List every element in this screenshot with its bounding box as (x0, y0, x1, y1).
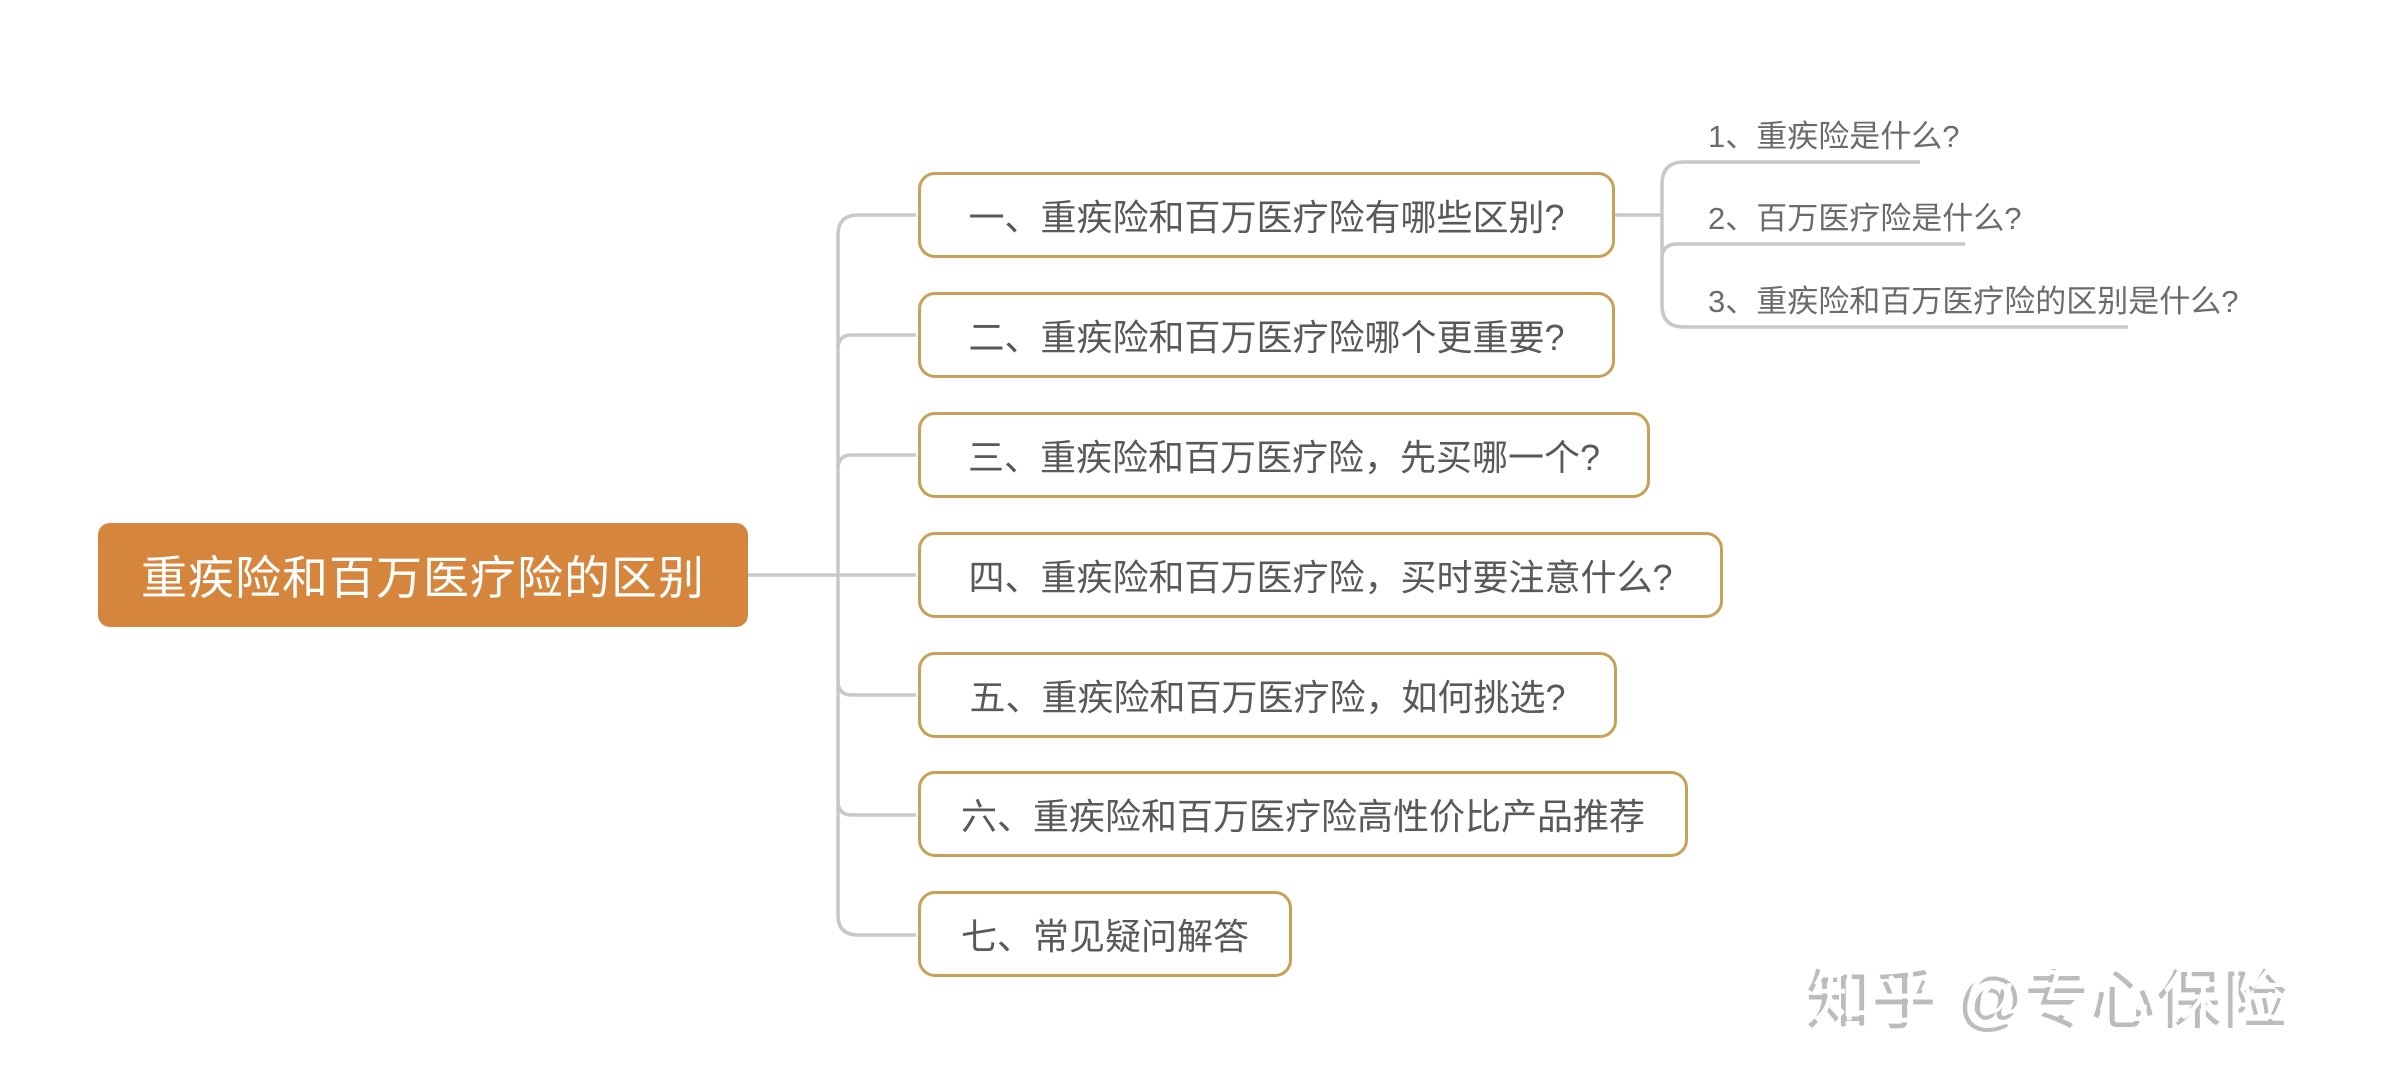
branch-node-3[interactable]: 三、重疾险和百万医疗险，先买哪一个? (918, 412, 1650, 498)
branch-node-6[interactable]: 六、重疾险和百万医疗险高性价比产品推荐 (918, 771, 1688, 857)
zhihu-watermark: 知乎 @专心保险 (1812, 959, 2295, 1031)
branch-label-1: 一、重疾险和百万医疗险有哪些区别? (968, 197, 1565, 238)
root-topic-label: 重疾险和百万医疗险的区别 (141, 552, 705, 604)
subtopic-label-3: 3、重疾险和百万医疗险的区别是什么? (1708, 284, 2239, 319)
connector-branch6 (836, 800, 916, 817)
branch-label-7: 七、常见疑问解答 (960, 916, 1249, 957)
branch-label-6: 六、重疾险和百万医疗险高性价比产品推荐 (960, 796, 1645, 837)
connector-trunk (836, 213, 916, 937)
subtopic-label-2: 2、百万医疗险是什么? (1708, 201, 2022, 236)
branch-node-4[interactable]: 四、重疾险和百万医疗险，买时要注意什么? (918, 532, 1723, 618)
subtopic-node-3[interactable]: 3、重疾险和百万医疗险的区别是什么? (1708, 282, 2238, 322)
root-topic-node[interactable]: 重疾险和百万医疗险的区别 (98, 523, 748, 627)
connector-branch5 (836, 680, 916, 697)
branch-label-4: 四、重疾险和百万医疗险，买时要注意什么? (968, 557, 1673, 598)
connector-subtrunk-underlines (1660, 160, 2128, 329)
branch-node-2[interactable]: 二、重疾险和百万医疗险哪个更重要? (918, 292, 1615, 378)
branch-label-3: 三、重疾险和百万医疗险，先买哪一个? (967, 437, 1601, 478)
connector-branch2 (836, 333, 916, 350)
branch-node-1[interactable]: 一、重疾险和百万医疗险有哪些区别? (918, 172, 1615, 258)
branch-label-2: 二、重疾险和百万医疗险哪个更重要? (968, 317, 1565, 358)
subtopic-label-1: 1、重疾险是什么? (1708, 119, 1960, 154)
subtopic-node-1[interactable]: 1、重疾险是什么? (1708, 117, 1959, 157)
connector-branch3 (836, 453, 916, 470)
subtopic-node-2[interactable]: 2、百万医疗险是什么? (1708, 199, 2021, 239)
branch-node-5[interactable]: 五、重疾险和百万医疗险，如何挑选? (918, 652, 1617, 738)
connector-subtopic2-underline (1660, 242, 1965, 259)
branch-label-5: 五、重疾险和百万医疗险，如何挑选? (969, 677, 1566, 718)
branch-node-7[interactable]: 七、常见疑问解答 (918, 891, 1292, 977)
